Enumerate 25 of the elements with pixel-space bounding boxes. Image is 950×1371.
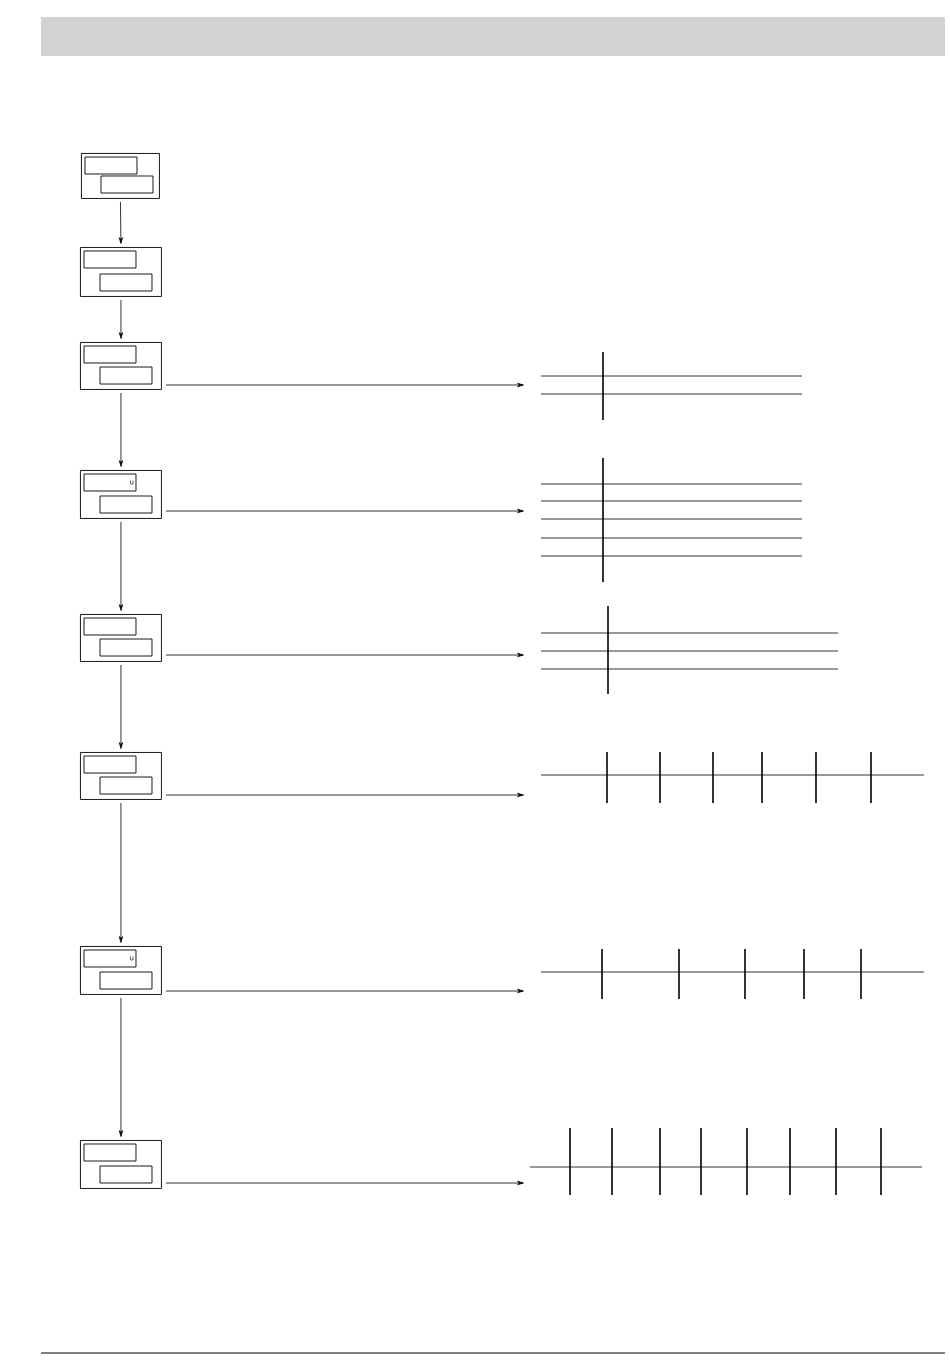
arrow [118,664,123,749]
scale-drawing [540,948,925,1000]
arrow [118,521,123,611]
arrow [118,802,123,943]
display-box [80,1140,162,1189]
display-box [80,342,162,390]
arrow [118,997,123,1137]
scale-drawing [540,751,925,804]
arrow [118,201,123,244]
arrow [165,652,524,658]
arrow [165,508,524,514]
display-box [80,614,162,662]
arrow [165,1180,524,1186]
arrow [118,392,123,467]
display-box [81,153,160,199]
arrow [165,988,524,994]
table-grid [540,605,839,695]
table-grid [540,457,803,583]
arrow [165,792,524,798]
arrow [165,382,524,388]
display-box [80,752,162,800]
scale-drawing [529,1127,923,1196]
table-grid [540,351,803,421]
display-box [80,247,162,297]
arrow [118,299,123,339]
